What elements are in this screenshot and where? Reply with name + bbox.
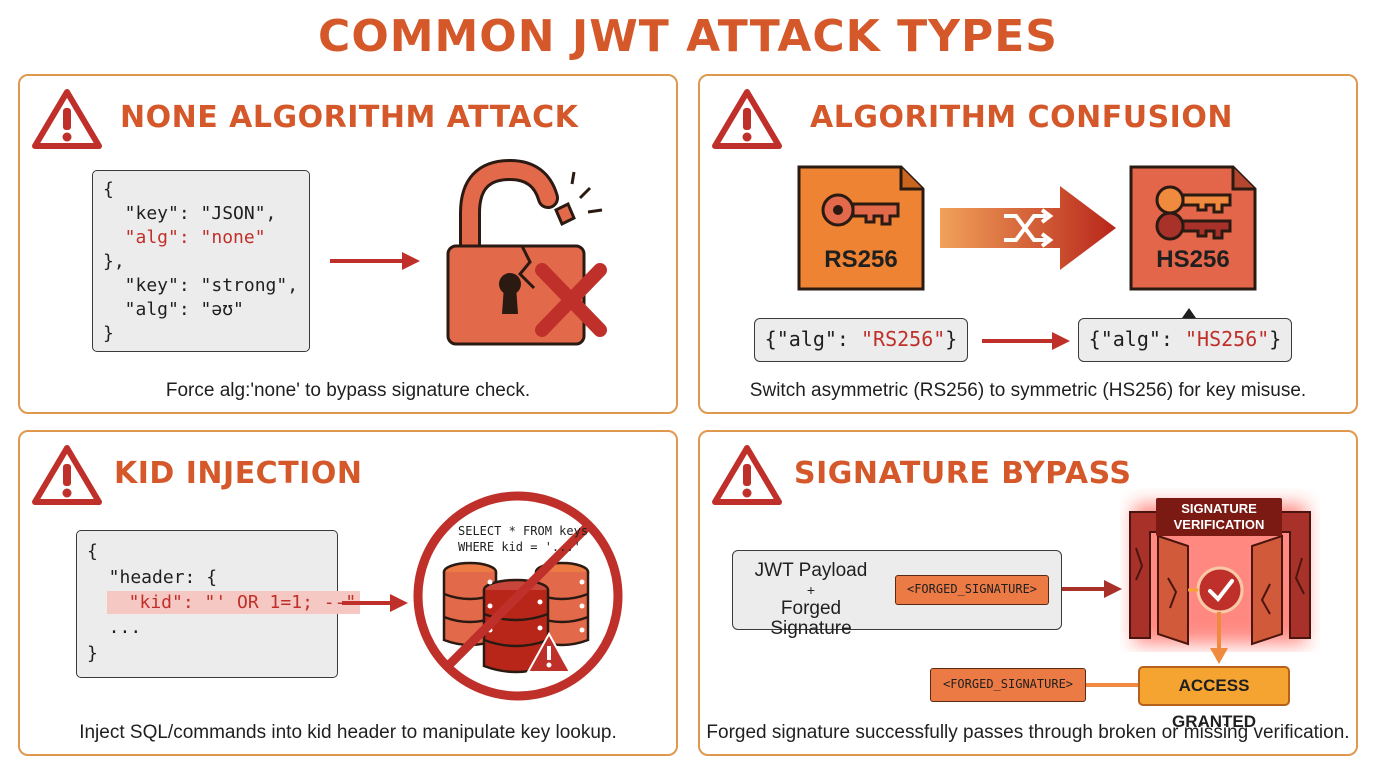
code-line: } [103, 323, 114, 344]
warning-triangle-icon [32, 444, 102, 506]
hs256-document: HS256 [1128, 164, 1258, 292]
payload-line: Forged Signature [770, 598, 852, 639]
panel-kid-injection: KID INJECTION { "header: { "kid": "' OR … [18, 430, 678, 756]
jwt-code-block: { "key": "JSON", "alg": "none" }, "key":… [92, 170, 310, 352]
broken-padlock-icon [446, 158, 607, 346]
code-line: "header: { [87, 567, 218, 588]
arrow-right-icon [982, 332, 1070, 350]
gate-label-line: VERIFICATION [1173, 517, 1265, 532]
alg-hs256-box: {"alg": "HS256"} [1078, 318, 1292, 362]
arrow-right-icon [1062, 580, 1122, 598]
page-title: COMMON JWT ATTACK TYPES [318, 11, 1058, 62]
shuffle-arrow-icon [940, 186, 1116, 270]
arrow-right-icon [330, 252, 420, 270]
warning-triangle-icon [32, 88, 102, 150]
panel-title: NONE ALGORITHM ATTACK [120, 100, 579, 135]
panel-signature-bypass: SIGNATURE BYPASS JWT Payload + Forged Si… [698, 430, 1358, 756]
payload-plus: + [806, 582, 816, 598]
panel-caption: Inject SQL/commands into kid header to m… [79, 722, 617, 743]
code-line-alg-none: "alg": "none" [103, 227, 266, 248]
code-line: }, [103, 251, 125, 272]
jwt-payload-box: JWT Payload + Forged Signature <FORGED_S… [732, 550, 1062, 639]
arrow-down-icon [1210, 612, 1228, 664]
key-icon [821, 193, 900, 227]
database-prohibited-icon [413, 491, 623, 701]
code-line: "key": "JSON", [103, 203, 277, 224]
panel-caption: Switch asymmetric (RS256) to symmetric (… [749, 380, 1307, 401]
code-line: { [103, 179, 114, 200]
code-line: "alg": "əʊ" [103, 299, 244, 320]
alg-rs256-box: {"alg": "RS256"} [754, 318, 968, 362]
code-line: } [87, 643, 98, 664]
panel-title: KID INJECTION [114, 456, 363, 491]
code-line: ... [87, 617, 142, 638]
document-label: HS256 [1156, 246, 1230, 273]
warning-triangle-icon [712, 88, 782, 150]
panel-caption: Force alg:'none' to bypass signature che… [165, 380, 531, 401]
code-line: { [87, 541, 98, 562]
alg-key: {"alg": [1088, 327, 1185, 351]
gate-label-line: SIGNATURE [1181, 501, 1257, 516]
sql-query-line: WHERE kid = '...' [458, 540, 581, 554]
arrow-right-icon [342, 594, 408, 612]
panel-none-algorithm: NONE ALGORITHM ATTACK { "key": "JSON", "… [18, 74, 678, 414]
panel-title: ALGORITHM CONFUSION [810, 100, 1233, 135]
rs256-document: RS256 [796, 164, 926, 292]
alg-key: {"alg": [764, 327, 861, 351]
panel-title: SIGNATURE BYPASS [794, 456, 1132, 491]
document-label: RS256 [824, 246, 898, 273]
forged-signature-tag: <FORGED_SIGNATURE> [930, 668, 1086, 702]
warning-triangle-icon [712, 444, 782, 506]
payload-line: JWT Payload [754, 560, 868, 581]
sql-query-line: SELECT * FROM keys [458, 524, 589, 538]
panel-caption: Forged signature successfully passes thr… [706, 722, 1350, 743]
verification-gate-label: SIGNATURE VERIFICATION [1156, 498, 1282, 536]
kid-code-block: { "header: { "kid": "' OR 1=1; --" ... } [76, 530, 361, 678]
two-keys-icon [1155, 185, 1232, 241]
forged-signature-tag: <FORGED_SIGNATURE> [895, 575, 1049, 605]
access-granted-badge: ACCESS GRANTED [1138, 666, 1290, 731]
connector-line [1086, 683, 1140, 687]
code-line-kid-injection: "kid": "' OR 1=1; --" [107, 591, 361, 614]
alg-close: } [945, 327, 958, 351]
alg-value: "RS256" [860, 327, 946, 351]
code-line: "key": "strong", [103, 275, 299, 296]
pointer-caret-icon [1182, 308, 1196, 318]
alg-value: "HS256" [1184, 327, 1270, 351]
panel-algorithm-confusion: ALGORITHM CONFUSION RS256 [698, 74, 1358, 414]
alg-close: } [1269, 327, 1282, 351]
